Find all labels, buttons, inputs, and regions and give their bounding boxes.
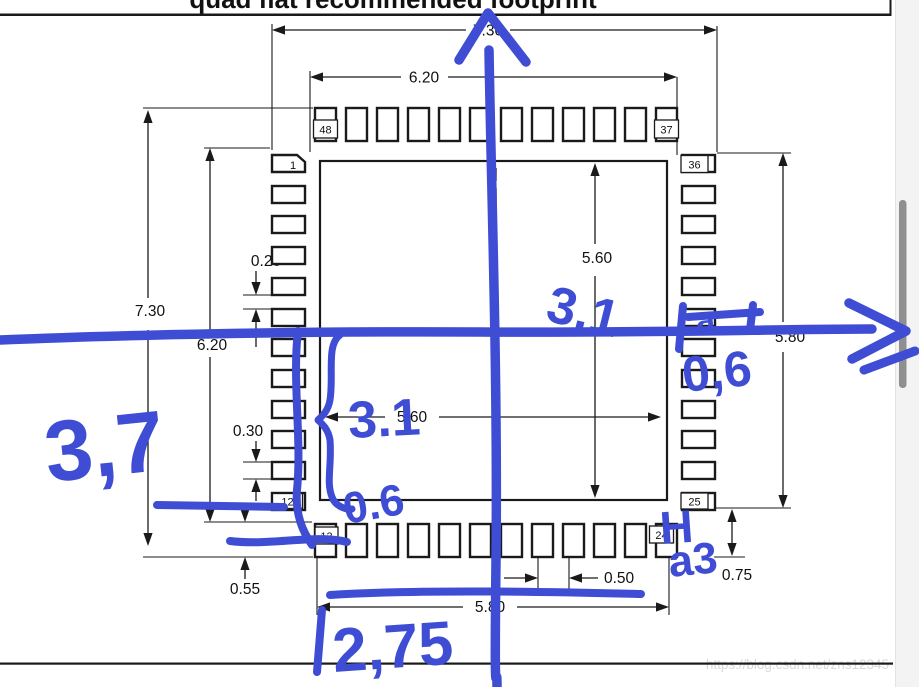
hand-y-axis [484,45,502,687]
scrollbar-thumb[interactable] [899,200,907,388]
pad [592,106,617,143]
hand-letter-h: H [658,500,695,554]
pin-label-25: 25 [688,497,700,509]
pad [270,214,307,235]
pad [592,522,617,559]
pin-label-48: 48 [319,125,331,137]
pad [680,184,717,205]
dim-center-width-value: 5.60 [397,409,428,426]
dimension-pitch: 0.50 [504,557,635,593]
pad [270,184,307,205]
pad [530,106,555,143]
pad [468,522,493,559]
pad [623,522,648,559]
dim-corner-value: 0.75 [722,567,752,584]
pad [406,522,431,559]
hand-value-bottom-left: 0.6 [339,475,408,534]
pad [623,106,648,143]
hand-vertical-squiggle [292,327,316,549]
hand-x-axis [0,324,877,345]
dimension-center-width: 5.60 [325,409,661,426]
pad [344,106,369,143]
dimension-left-outer: 7.30 [135,107,313,558]
hand-tick-bottom [313,606,326,676]
dim-pitch-value: 0.50 [604,570,635,587]
page-title: quad flat recommended footprint [189,0,597,14]
title-underline [0,13,891,16]
pad [680,460,717,481]
hand-underline-bottom [326,587,645,599]
dim-left-inner-value: 6.20 [197,337,228,354]
pad [680,214,717,235]
pad [680,429,717,450]
hand-value-left: 3.1 [347,388,422,450]
scrollbar[interactable] [895,0,919,687]
pin-label-1: 1 [290,160,296,172]
hand-annotations: 3.1 3.1 3,7 0.6 2,75 a 0,6 H a3 [0,8,919,687]
pin-labels: 1 48 37 36 25 24 13 12 [271,119,709,545]
pad [437,106,462,143]
hand-value-corner: a3 [666,533,720,587]
dimension-pad-length: 0.55 [230,503,260,598]
hand-y-axis-arrowhead [454,8,531,67]
pad [375,522,400,559]
pad-pin1 [270,153,307,174]
pad-row-top [313,106,679,143]
scrollbar-track[interactable] [895,0,919,687]
pad [406,106,431,143]
hand-letter-a: a [694,300,717,340]
hand-brace [314,331,356,513]
hand-short-line-lower [226,535,351,547]
pad [270,245,307,266]
hand-x-axis-arrow-stroke [859,346,919,375]
pad [680,399,717,420]
pad [375,106,400,143]
pad [437,522,462,559]
pad [680,245,717,266]
pad [561,522,586,559]
dim-center-height-value: 5.60 [582,250,613,267]
hand-value-bottom: 2,75 [330,609,455,686]
dim-pad-length-value: 0.55 [230,581,260,598]
dimension-left-inner: 6.20 [197,147,312,523]
hand-axis-ticks [675,301,764,353]
pad [499,522,524,559]
pad [499,106,524,143]
hand-x-axis-arrowhead [844,298,911,364]
pin-label-37: 37 [660,125,672,137]
pad [270,307,307,328]
dimension-center-height: 5.60 [575,163,619,498]
hand-short-line-upper [153,501,288,511]
pad [561,106,586,143]
pad [530,522,555,559]
hand-value-right: 0,6 [679,340,754,403]
pin-label-24: 24 [655,530,667,542]
pin-label-36: 36 [688,160,700,172]
pad [680,276,717,297]
dim-bottom-span-value: 5.80 [475,599,506,616]
hand-value-far-left: 3,7 [40,393,169,501]
dimension-top-inner: 6.20 [309,70,678,155]
dim-left-outer-value: 7.30 [135,303,166,320]
dimension-corner: 0.75 [714,509,752,584]
bottom-rule [0,662,893,665]
dim-top-inner-value: 6.20 [409,70,440,87]
dim-pad-width-value: 0.30 [233,423,264,440]
pad [680,368,717,389]
pad [270,276,307,297]
hand-value-center: 3.1 [541,275,625,349]
